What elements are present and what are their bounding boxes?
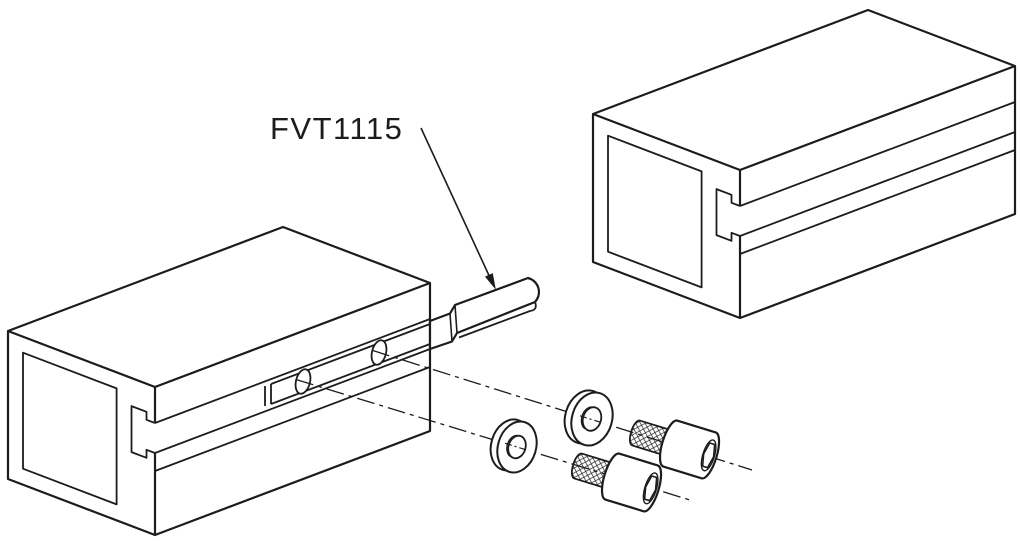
leader-line <box>420 127 490 276</box>
center-line-1-through-washer <box>504 442 530 452</box>
socket-head-screw-lower <box>570 452 663 513</box>
washer-rear <box>563 389 614 447</box>
right-beam <box>591 8 1017 320</box>
connector-plate-thickness-edge <box>458 301 537 339</box>
hex-socket <box>643 475 658 502</box>
strip-end-edge <box>264 384 272 406</box>
connector-plate <box>428 276 541 351</box>
leader-arrowhead-icon <box>485 273 496 290</box>
left-beam <box>6 225 432 537</box>
part-label: FVT1115 <box>270 111 403 146</box>
connector-plate-bend-lines <box>449 304 458 342</box>
center-line-2-through-washer <box>579 415 605 424</box>
hex-socket <box>701 442 716 469</box>
strip-face-edges <box>270 323 431 405</box>
connector-strip-in-groove <box>264 323 431 406</box>
washer-front <box>489 418 538 474</box>
socket-head-screw-upper <box>628 419 721 480</box>
